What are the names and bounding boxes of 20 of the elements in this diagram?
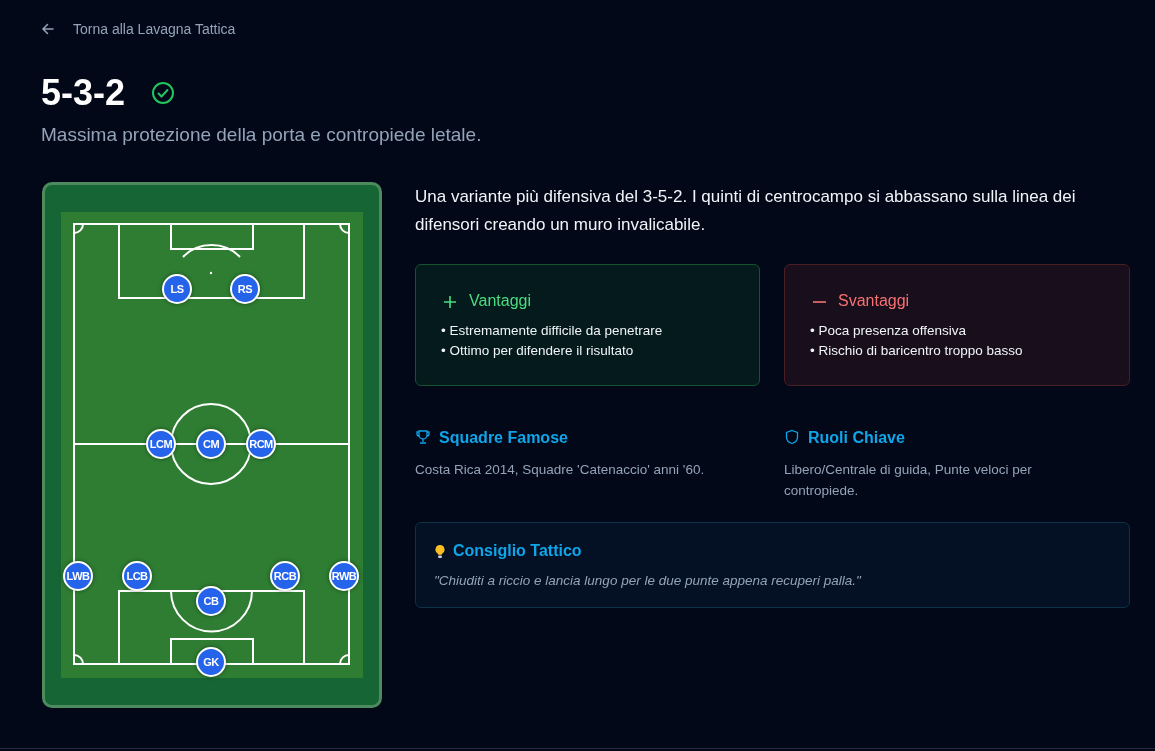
tip-card (415, 522, 1130, 608)
list-item: • Estremamente difficile da penetrare (441, 322, 664, 340)
subtitle: Massima protezione della porta e contropiede letale. (41, 123, 482, 147)
list-item: • Poca presenza offensiva (810, 322, 968, 340)
formation-title: 5-3-2 (41, 72, 126, 114)
description-text: Una variante più difensiva del 3-5-2. I quinti di centrocampo si abbassano sulla linea dei difensori creando un muro invalicabile. (415, 186, 1077, 236)
section-heading: Squadre Famose (439, 428, 568, 448)
info-text: Costa Rica 2014, Squadre 'Catenaccio' anni '60. (415, 461, 705, 479)
list-item: • Rischio di baricentro troppo basso (810, 342, 1024, 360)
advantages-card (415, 264, 760, 386)
football-pitch (42, 182, 382, 708)
list-item: • Ottimo per difendere il risultato (441, 342, 635, 360)
card-heading: Consiglio Tattico (453, 542, 582, 560)
section-heading: Ruoli Chiave (808, 428, 905, 448)
quote-text: "Chiuditi a riccio e lancia lungo per le due punte appena recuperi palla." (434, 573, 863, 588)
back-link: Torna alla Lavagna Tattica (73, 21, 236, 39)
disadvantages-card (784, 264, 1130, 386)
card-heading: Vantaggi (469, 292, 531, 310)
info-text: Libero/Centrale di guida, Punte veloci per contropiede. (784, 461, 1033, 500)
card-heading: Svantaggi (838, 292, 910, 310)
